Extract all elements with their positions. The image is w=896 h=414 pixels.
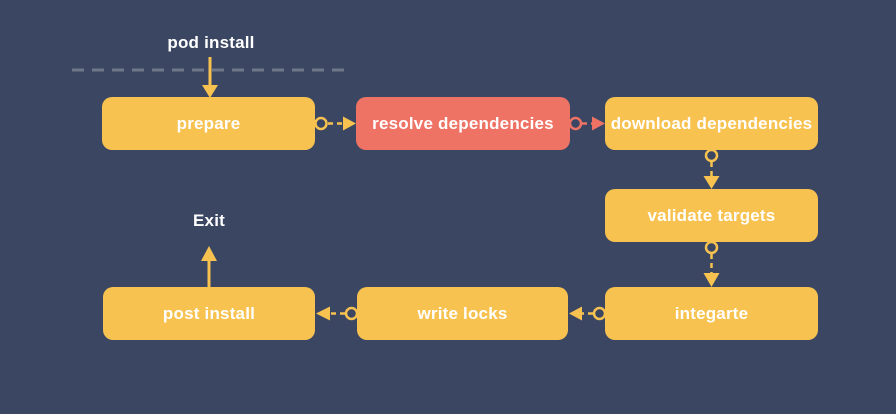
edge-entry-to-prepare (202, 57, 218, 98)
arrowhead-right-icon (343, 116, 356, 131)
edge-resolve-to-download (568, 116, 605, 131)
node-label: integarte (674, 303, 749, 323)
edge-integarte-to-writelocks (569, 306, 607, 321)
edge-origin-circle-icon (704, 148, 719, 163)
edge-prepare-to-resolve (314, 116, 356, 131)
node-label: resolve dependencies (372, 113, 554, 133)
edge-origin-circle-icon (314, 116, 328, 131)
edge-writelocks-to-postinstall (316, 306, 359, 321)
node-write-locks: write locks (357, 287, 568, 340)
exit-label: Exit (193, 211, 225, 230)
node-integarte: integarte (605, 287, 818, 340)
edge-origin-circle-icon (568, 116, 583, 131)
arrowhead-down-icon (703, 176, 720, 189)
node-prepare: prepare (102, 97, 315, 150)
arrowhead-left-icon (569, 306, 582, 321)
arrowhead-down-icon (703, 273, 720, 287)
entry-label: pod install (167, 33, 255, 52)
arrowhead-left-icon (316, 306, 330, 321)
node-label: write locks (417, 303, 508, 323)
node-download-dependencies: download dependencies (605, 97, 818, 150)
edge-origin-circle-icon (704, 240, 719, 255)
node-label: download dependencies (610, 113, 813, 133)
node-label: prepare (176, 113, 241, 133)
node-post-install: post install (103, 287, 315, 340)
edge-origin-circle-icon (344, 306, 359, 321)
edge-validate-to-integarte (703, 240, 720, 287)
node-label: post install (162, 303, 256, 323)
edge-postinstall-to-exit (201, 246, 217, 287)
edge-download-to-validate (703, 148, 720, 189)
node-resolve-dependencies: resolve dependencies (356, 97, 570, 150)
edge-origin-circle-icon (592, 306, 607, 321)
node-label: validate targets (647, 205, 776, 225)
arrowhead-up-icon (201, 246, 217, 261)
arrowhead-right-icon (592, 116, 605, 131)
node-validate-targets: validate targets (605, 189, 818, 242)
